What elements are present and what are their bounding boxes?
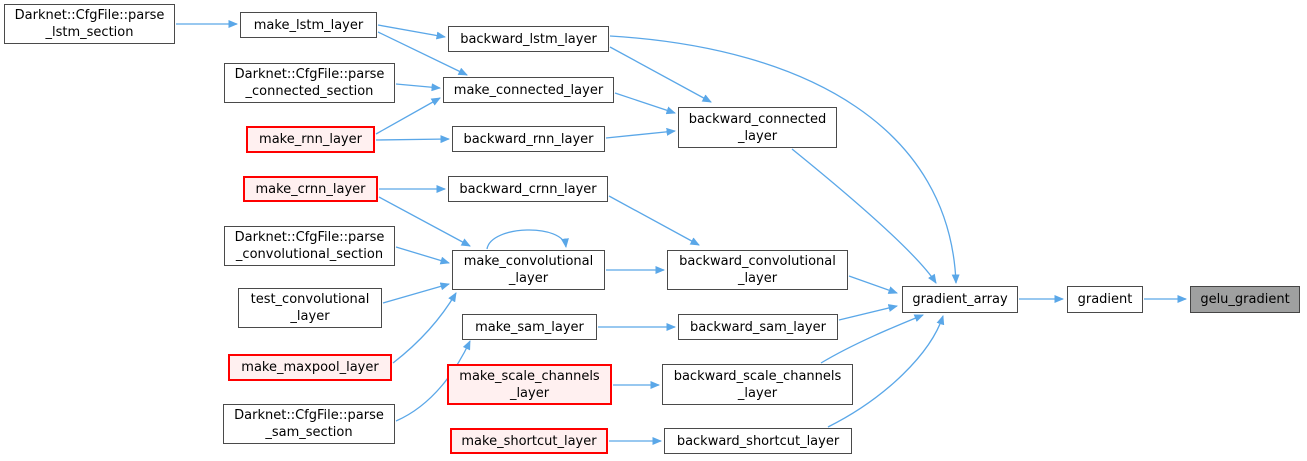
- node-backward-rnn-layer[interactable]: backward_rnn_layer: [452, 126, 605, 152]
- edge-backward-rnn-layer-backward-connected-layer: [605, 127, 676, 139]
- node-backward-convolutional-layer[interactable]: backward_convolutional _layer: [667, 250, 848, 290]
- node-gradient[interactable]: gradient: [1067, 286, 1143, 313]
- node-label: backward_scale_channels _layer: [673, 368, 842, 401]
- node-label: test_convolutional _layer: [250, 292, 370, 324]
- node-make-convolutional-layer[interactable]: make_convolutional _layer: [452, 250, 605, 290]
- node-label: backward_shortcut_layer: [676, 433, 840, 449]
- edge-backward-convolutional-layer-gradient-array: [848, 275, 898, 294]
- node-backward-connected-layer[interactable]: backward_connected _layer: [678, 107, 837, 148]
- node-make-maxpool-layer[interactable]: make_maxpool_layer: [228, 354, 392, 381]
- edge-parse-connected-section-make-connected-layer: [395, 83, 441, 92]
- node-parse-sam-section[interactable]: Darknet::CfgFile::parse _sam_section: [223, 404, 395, 444]
- node-gelu-gradient: gelu_gradient: [1190, 286, 1300, 313]
- edge-backward-crnn-layer-backward-convolutional-layer: [608, 195, 700, 246]
- edge-make-rnn-layer-make-connected-layer: [375, 97, 441, 135]
- edge-make-maxpool-layer-make-convolutional-layer: [392, 292, 457, 364]
- edge-make-rnn-layer-backward-rnn-layer: [375, 135, 450, 144]
- node-label: backward_convolutional _layer: [679, 254, 836, 286]
- node-label: backward_sam_layer: [690, 319, 826, 335]
- node-label: backward_rnn_layer: [463, 131, 594, 147]
- node-label: gradient: [1077, 292, 1133, 307]
- edge-test-convolutional-layer-make-convolutional-layer: [382, 282, 450, 304]
- edge-make-convolutional-layer-make-convolutional-layer: [486, 229, 569, 250]
- edge-make-lstm-layer-backward-lstm-layer: [377, 24, 446, 40]
- node-label: gelu_gradient: [1200, 292, 1290, 307]
- node-label: make_scale_channels _layer: [459, 368, 600, 401]
- node-backward-crnn-layer[interactable]: backward_crnn_layer: [448, 176, 608, 202]
- node-label: Darknet::CfgFile::parse _connected_secti…: [234, 67, 385, 99]
- node-label: make_connected_layer: [453, 82, 604, 98]
- edge-parse-convolutional-section-make-convolutional-layer: [395, 246, 450, 265]
- node-label: backward_connected _layer: [688, 111, 827, 144]
- node-label: make_lstm_layer: [253, 17, 364, 33]
- node-test-convolutional-layer[interactable]: test_convolutional _layer: [238, 288, 382, 328]
- node-label: gradient_array: [912, 292, 1008, 307]
- node-make-connected-layer[interactable]: make_connected_layer: [443, 77, 614, 103]
- node-label: backward_crnn_layer: [459, 181, 597, 197]
- node-gradient-array[interactable]: gradient_array: [902, 286, 1018, 313]
- edge-backward-shortcut-layer-gradient-array: [827, 315, 945, 428]
- edge-backward-scale-channels-layer-gradient-array: [820, 314, 924, 364]
- node-label: make_maxpool_layer: [241, 360, 379, 375]
- edge-backward-lstm-layer-backward-connected-layer: [609, 46, 712, 103]
- node-label: make_crnn_layer: [255, 181, 366, 197]
- node-make-lstm-layer[interactable]: make_lstm_layer: [240, 12, 377, 38]
- node-label: make_convolutional _layer: [463, 254, 594, 286]
- edge-make-crnn-layer-make-convolutional-layer: [378, 196, 471, 247]
- edge-parse-sam-section-make-sam-layer: [395, 340, 471, 422]
- node-backward-shortcut-layer[interactable]: backward_shortcut_layer: [664, 428, 852, 454]
- node-parse-lstm-section[interactable]: Darknet::CfgFile::parse _lstm_section: [4, 4, 175, 44]
- node-label: backward_lstm_layer: [460, 31, 597, 47]
- node-parse-connected-section[interactable]: Darknet::CfgFile::parse _connected_secti…: [224, 63, 395, 103]
- node-backward-lstm-layer[interactable]: backward_lstm_layer: [448, 26, 609, 52]
- node-label: Darknet::CfgFile::parse _lstm_section: [14, 8, 165, 40]
- node-make-sam-layer[interactable]: make_sam_layer: [462, 314, 597, 340]
- edge-backward-lstm-layer-gradient-array: [609, 35, 960, 284]
- edge-make-lstm-layer-make-connected-layer: [377, 31, 468, 76]
- node-make-shortcut-layer[interactable]: make_shortcut_layer: [450, 428, 608, 454]
- node-label: make_rnn_layer: [259, 132, 362, 147]
- node-label: make_shortcut_layer: [461, 433, 597, 449]
- edge-make-connected-layer-backward-connected-layer: [614, 92, 676, 115]
- edge-backward-sam-layer-gradient-array: [838, 304, 898, 321]
- node-backward-scale-channels-layer[interactable]: backward_scale_channels _layer: [662, 364, 853, 405]
- node-make-crnn-layer[interactable]: make_crnn_layer: [243, 176, 378, 202]
- node-backward-sam-layer[interactable]: backward_sam_layer: [678, 314, 838, 340]
- node-make-scale-channels-layer[interactable]: make_scale_channels _layer: [447, 364, 612, 405]
- node-label: Darknet::CfgFile::parse _sam_section: [234, 408, 384, 440]
- node-parse-convolutional-section[interactable]: Darknet::CfgFile::parse _convolutional_s…: [224, 226, 395, 266]
- node-label: make_sam_layer: [475, 319, 584, 335]
- edge-backward-connected-layer-gradient-array: [791, 148, 937, 284]
- node-make-rnn-layer[interactable]: make_rnn_layer: [246, 126, 375, 153]
- node-label: Darknet::CfgFile::parse _convolutional_s…: [234, 230, 385, 262]
